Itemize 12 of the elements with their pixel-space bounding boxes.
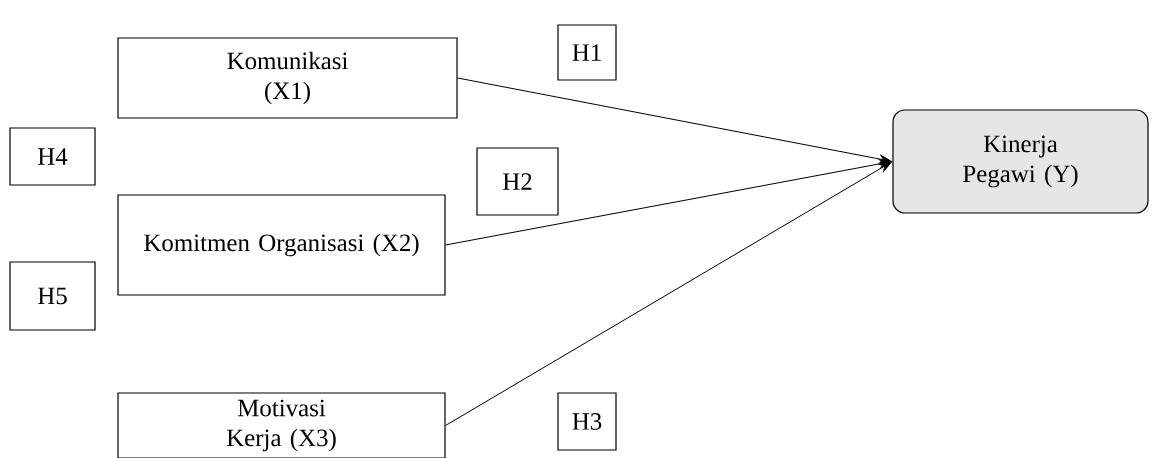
variable-box: Komunikasi (X1) [117, 37, 458, 119]
hypothesis-box: H3 [557, 392, 617, 451]
variable-box: Komitmen Organisasi (X2) [117, 194, 446, 296]
hypothesis-box: H4 [9, 127, 96, 186]
outcome-box: Kinerja Pegawi (Y) [892, 109, 1149, 214]
arrow [457, 77, 892, 164]
variable-box: Motivasi Kerja (X3) [117, 392, 446, 458]
hypothesis-box: H1 [557, 24, 617, 81]
arrow [445, 159, 892, 246]
hypothesis-box: H2 [476, 147, 559, 216]
hypothesis-box: H5 [9, 261, 96, 331]
arrow [445, 161, 892, 426]
